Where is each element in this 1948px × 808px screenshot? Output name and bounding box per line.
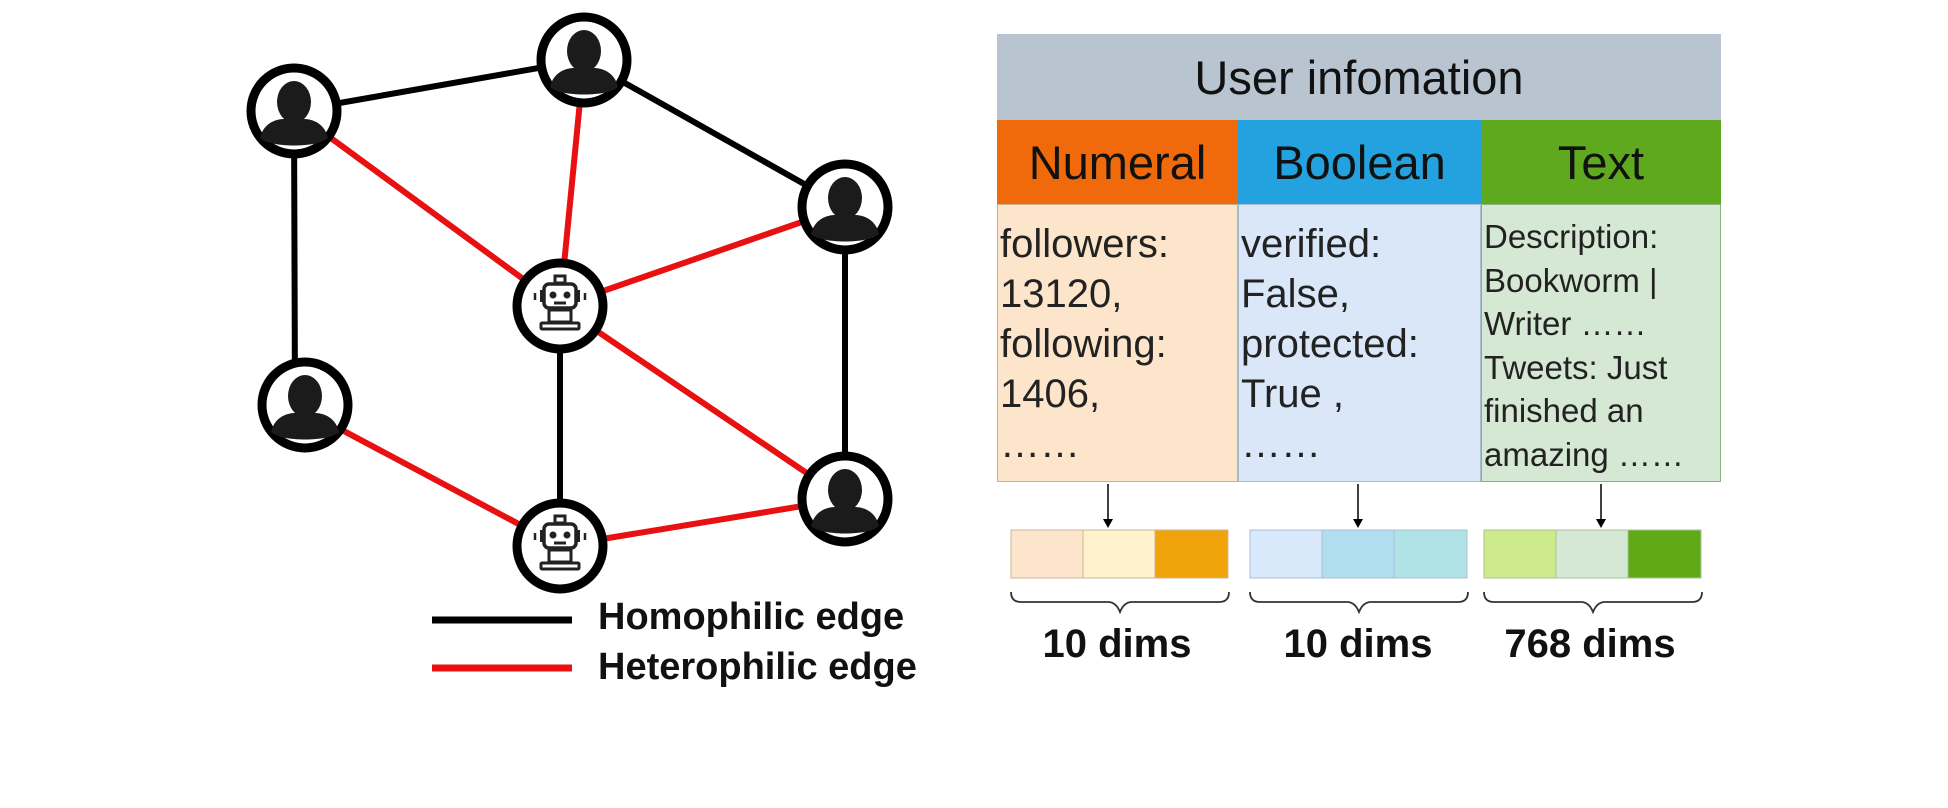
boolean-column-header: Boolean bbox=[1238, 120, 1481, 204]
feature-line: protected: bbox=[1241, 322, 1419, 366]
user-avatar-icon bbox=[541, 17, 627, 103]
text-column-header: Text bbox=[1481, 120, 1721, 204]
feature-line: following: bbox=[1000, 322, 1167, 366]
heterophilic-edge bbox=[292, 108, 562, 309]
graph-edges bbox=[291, 57, 848, 549]
feature-line: Bookworm | bbox=[1484, 261, 1658, 299]
embedding-vectors bbox=[1010, 529, 1702, 579]
dims-braces bbox=[1010, 591, 1703, 615]
numeral-column-header: Numeral bbox=[997, 120, 1238, 204]
boolean-embedding-vector bbox=[1249, 529, 1468, 579]
feature-line: False, bbox=[1241, 272, 1350, 316]
heterophilic-edge bbox=[559, 496, 846, 549]
feature-line: Description: bbox=[1484, 218, 1659, 255]
feature-line: True , bbox=[1241, 372, 1344, 416]
feature-line: …… bbox=[1241, 422, 1321, 466]
embedding-swatch bbox=[1393, 529, 1468, 579]
feature-line: amazing …… bbox=[1484, 435, 1684, 473]
numeral-features-cell: followers: 13120, following: 1406, …… bbox=[997, 204, 1238, 482]
robot-icon bbox=[517, 263, 603, 349]
text-embedding-vector bbox=[1483, 529, 1702, 579]
numeral-embedding-vector bbox=[1010, 529, 1229, 579]
table-title: User infomation bbox=[997, 34, 1721, 120]
text-dims-label: 768 dims bbox=[1504, 622, 1676, 666]
embedding-swatch bbox=[1154, 529, 1229, 579]
homophilic-edge bbox=[582, 57, 847, 210]
feature-line: verified: bbox=[1241, 222, 1382, 266]
heterophilic-edge bbox=[559, 204, 846, 309]
embedding-swatch bbox=[1082, 529, 1156, 579]
robot-icon bbox=[517, 503, 603, 589]
feature-line: …… bbox=[1000, 422, 1080, 466]
homophilic-edge bbox=[293, 57, 585, 114]
boolean-dims-label: 10 dims bbox=[1283, 622, 1433, 666]
text-features-cell: Description: Bookworm | Writer …… Tweets… bbox=[1481, 204, 1721, 482]
embedding-swatch bbox=[1010, 529, 1084, 579]
feature-arrows bbox=[1103, 484, 1606, 528]
homophilic-legend-label: Homophilic edge bbox=[598, 596, 905, 638]
feature-line: 13120, bbox=[1000, 272, 1123, 316]
feature-line: finished an bbox=[1484, 392, 1644, 429]
heterophilic-edge bbox=[558, 303, 847, 502]
boolean-features-cell: verified: False, protected: True , …… bbox=[1238, 204, 1481, 482]
embedding-swatch bbox=[1555, 529, 1629, 579]
embedding-swatch bbox=[1321, 529, 1395, 579]
user-avatar-icon bbox=[262, 362, 348, 448]
user-avatar-icon bbox=[802, 164, 888, 250]
user-avatar-icon bbox=[251, 68, 337, 154]
homophilic-edge bbox=[291, 110, 298, 406]
heterophilic-legend-label: Heterophilic edge bbox=[598, 646, 917, 688]
embedding-swatch bbox=[1483, 529, 1557, 579]
user-avatar-icon bbox=[802, 456, 888, 542]
legend bbox=[432, 616, 572, 672]
embedding-swatch bbox=[1249, 529, 1323, 579]
embedding-swatch bbox=[1627, 529, 1702, 579]
user-information-table: User infomation Numeral Boolean Text fol… bbox=[997, 34, 1721, 482]
feature-line: followers: bbox=[1000, 222, 1169, 266]
feature-line: Writer …… bbox=[1484, 305, 1647, 342]
feature-line: Tweets: Just bbox=[1484, 348, 1668, 386]
numeral-dims-label: 10 dims bbox=[1042, 622, 1192, 666]
feature-line: 1406, bbox=[1000, 372, 1101, 416]
